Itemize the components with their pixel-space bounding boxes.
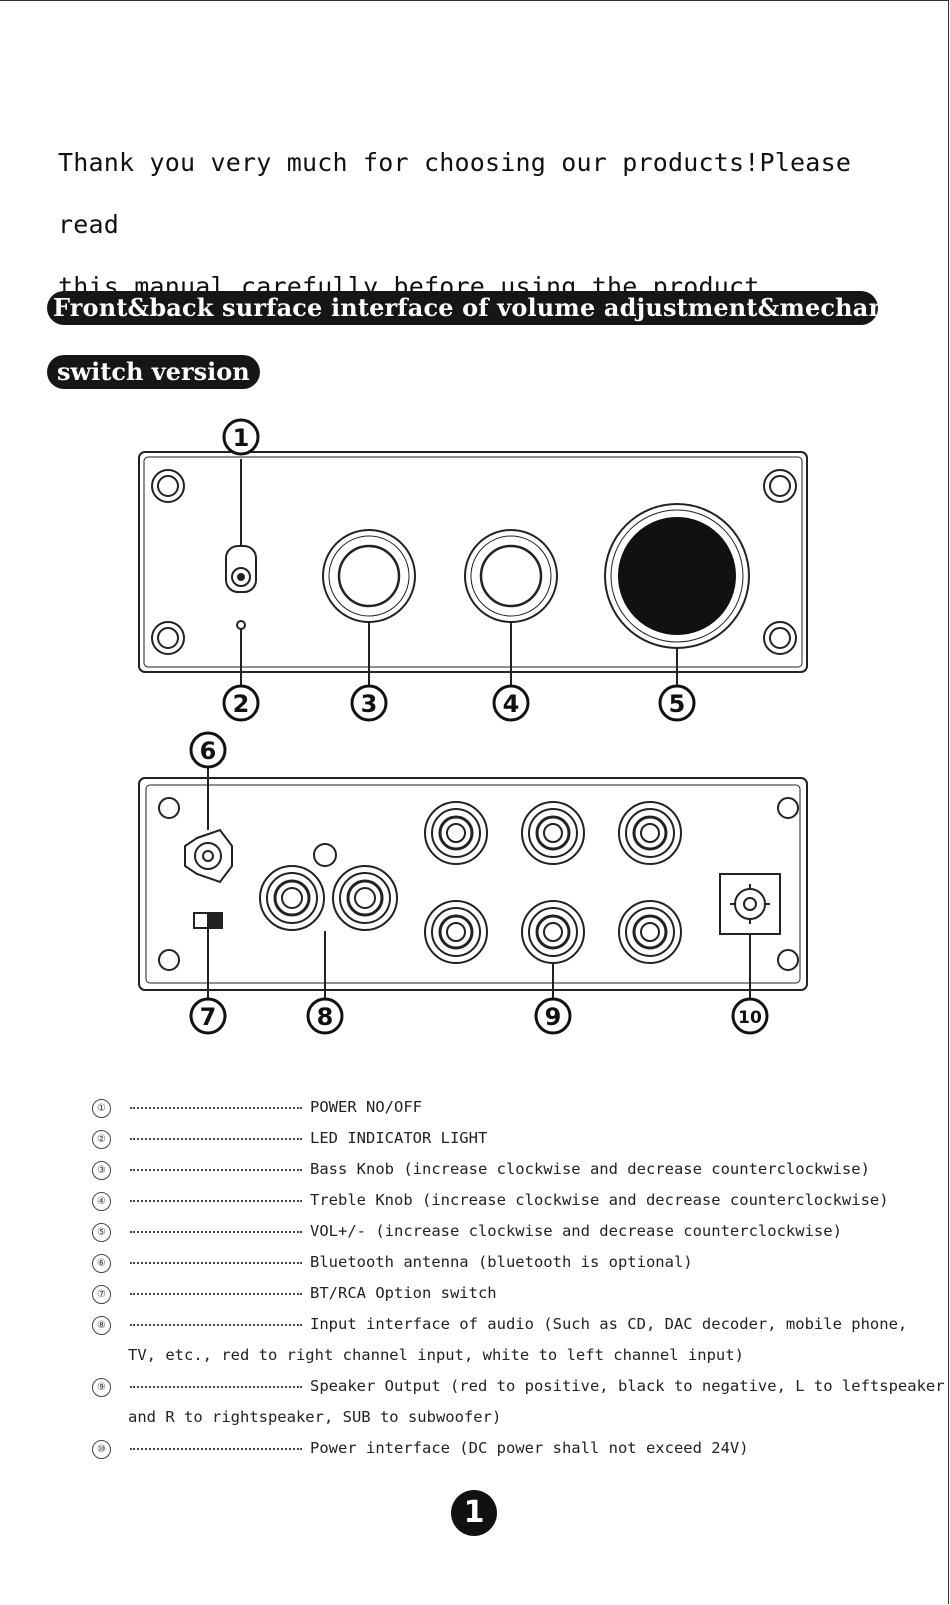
bt-rca-switch [193,912,223,929]
back-screw [158,949,180,971]
legend-item: ① POWER NO/OFF [92,1092,892,1123]
legend-item: ⑦ BT/RCA Option switch [92,1278,892,1309]
speaker-terminal [424,900,488,964]
dotted-leader [130,1293,302,1295]
legend-text: Bass Knob (increase clockwise and decrea… [310,1160,870,1178]
dotted-leader [130,1262,302,1264]
callout-7-label: 7 [200,1003,217,1031]
callout-2-label: 2 [233,690,250,718]
legend-number: ① [92,1099,111,1118]
callout-5-label: 5 [669,690,686,718]
callout-1-label: 1 [233,424,250,452]
dotted-leader [130,1324,302,1326]
input-rca-indicator [313,843,337,867]
legend-item: ⑨ Speaker Output (red to positive, black… [92,1371,945,1433]
dotted-leader [130,1386,302,1388]
legend-item: ⑤ VOL+/- (increase clockwise and decreas… [92,1216,892,1247]
legend-item: ⑥ Bluetooth antenna (bluetooth is option… [92,1247,892,1278]
dotted-leader [130,1448,302,1450]
legend-number: ④ [92,1192,111,1211]
callout-3-label: 3 [361,690,378,718]
callout-7: 7 [189,997,227,1035]
callout-2: 2 [222,684,260,722]
legend-text: Input interface of audio (Such as CD, DA… [310,1315,908,1333]
front-screw [763,469,797,503]
front-panel [138,451,808,686]
power-switch [225,545,257,593]
callout-4-label: 4 [503,690,520,718]
treble-knob [464,529,558,623]
legend-number: ⑤ [92,1223,111,1242]
callout-8-label: 8 [317,1003,334,1031]
section-title-line-1: Front&back surface interface of volume a… [47,291,935,325]
input-rca-jack-right [332,865,398,931]
speaker-terminal [521,900,585,964]
legend-text-continuation: and R to rightspeaker, SUB to subwoofer) [128,1408,502,1426]
callout-9: 9 [534,997,572,1035]
callout-8: 8 [306,997,344,1035]
legend-number: ③ [92,1161,111,1180]
callout-6: 6 [189,731,227,769]
section-title-line-2: switch version [47,355,260,389]
legend-number: ⑩ [92,1440,111,1459]
callout-5: 5 [658,684,696,722]
speaker-terminal [424,801,488,865]
dotted-leader [130,1200,302,1202]
speaker-terminal [618,900,682,964]
page-number: 1 [451,1490,497,1536]
back-screw [777,797,799,819]
legend-text: Power interface (DC power shall not exce… [310,1439,749,1457]
callout-9-label: 9 [545,1003,562,1031]
legend-text: BT/RCA Option switch [310,1284,497,1302]
callout-10: 10 [731,997,769,1035]
speaker-terminal [521,801,585,865]
dotted-leader [130,1169,302,1171]
legend-text: Bluetooth antenna (bluetooth is optional… [310,1253,693,1271]
front-screw [151,469,185,503]
legend-item: ⑧ Input interface of audio (Such as CD, … [92,1309,907,1371]
callout-10-label: 10 [738,1008,762,1028]
legend-text: LED INDICATOR LIGHT [310,1129,488,1147]
legend-text: Treble Knob (increase clockwise and decr… [310,1191,889,1209]
legend-text: POWER NO/OFF [310,1098,422,1116]
bass-knob [322,529,416,623]
callout-4: 4 [492,684,530,722]
callout-3: 3 [350,684,388,722]
dotted-leader [130,1138,302,1140]
legend-item: ③ Bass Knob (increase clockwise and decr… [92,1154,892,1185]
legend-item: ② LED INDICATOR LIGHT [92,1123,892,1154]
front-screw [151,621,185,655]
bluetooth-antenna-connector [184,828,233,884]
legend-number: ② [92,1130,111,1149]
device-diagram: 1 2 3 4 5 6 7 8 [138,418,808,1035]
input-rca-jack-left [259,865,325,931]
dc-power-jack [719,873,781,935]
component-legend: ① POWER NO/OFF ② LED INDICATOR LIGHT ③ B… [92,1092,945,1464]
legend-item: ④ Treble Knob (increase clockwise and de… [92,1185,892,1216]
legend-item: ⑩ Power interface (DC power shall not ex… [92,1433,892,1464]
callout-6-label: 6 [200,737,217,765]
legend-text: VOL+/- (increase clockwise and decrease … [310,1222,842,1240]
back-screw [777,949,799,971]
led-indicator [236,620,246,630]
dotted-leader [130,1107,302,1109]
legend-number: ⑥ [92,1254,111,1273]
legend-number: ⑧ [92,1316,111,1335]
dotted-leader [130,1231,302,1233]
legend-text-continuation: TV, etc., red to right channel input, wh… [128,1346,744,1364]
legend-text: Speaker Output (red to positive, black t… [310,1377,945,1395]
back-screw [158,797,180,819]
volume-knob [604,503,750,649]
speaker-terminal [618,801,682,865]
back-panel [138,765,808,1000]
callout-1: 1 [222,418,260,456]
legend-number: ⑨ [92,1378,111,1397]
front-screw [763,621,797,655]
intro-line-1: Thank you very much for choosing our pro… [58,148,852,239]
legend-number: ⑦ [92,1285,111,1304]
